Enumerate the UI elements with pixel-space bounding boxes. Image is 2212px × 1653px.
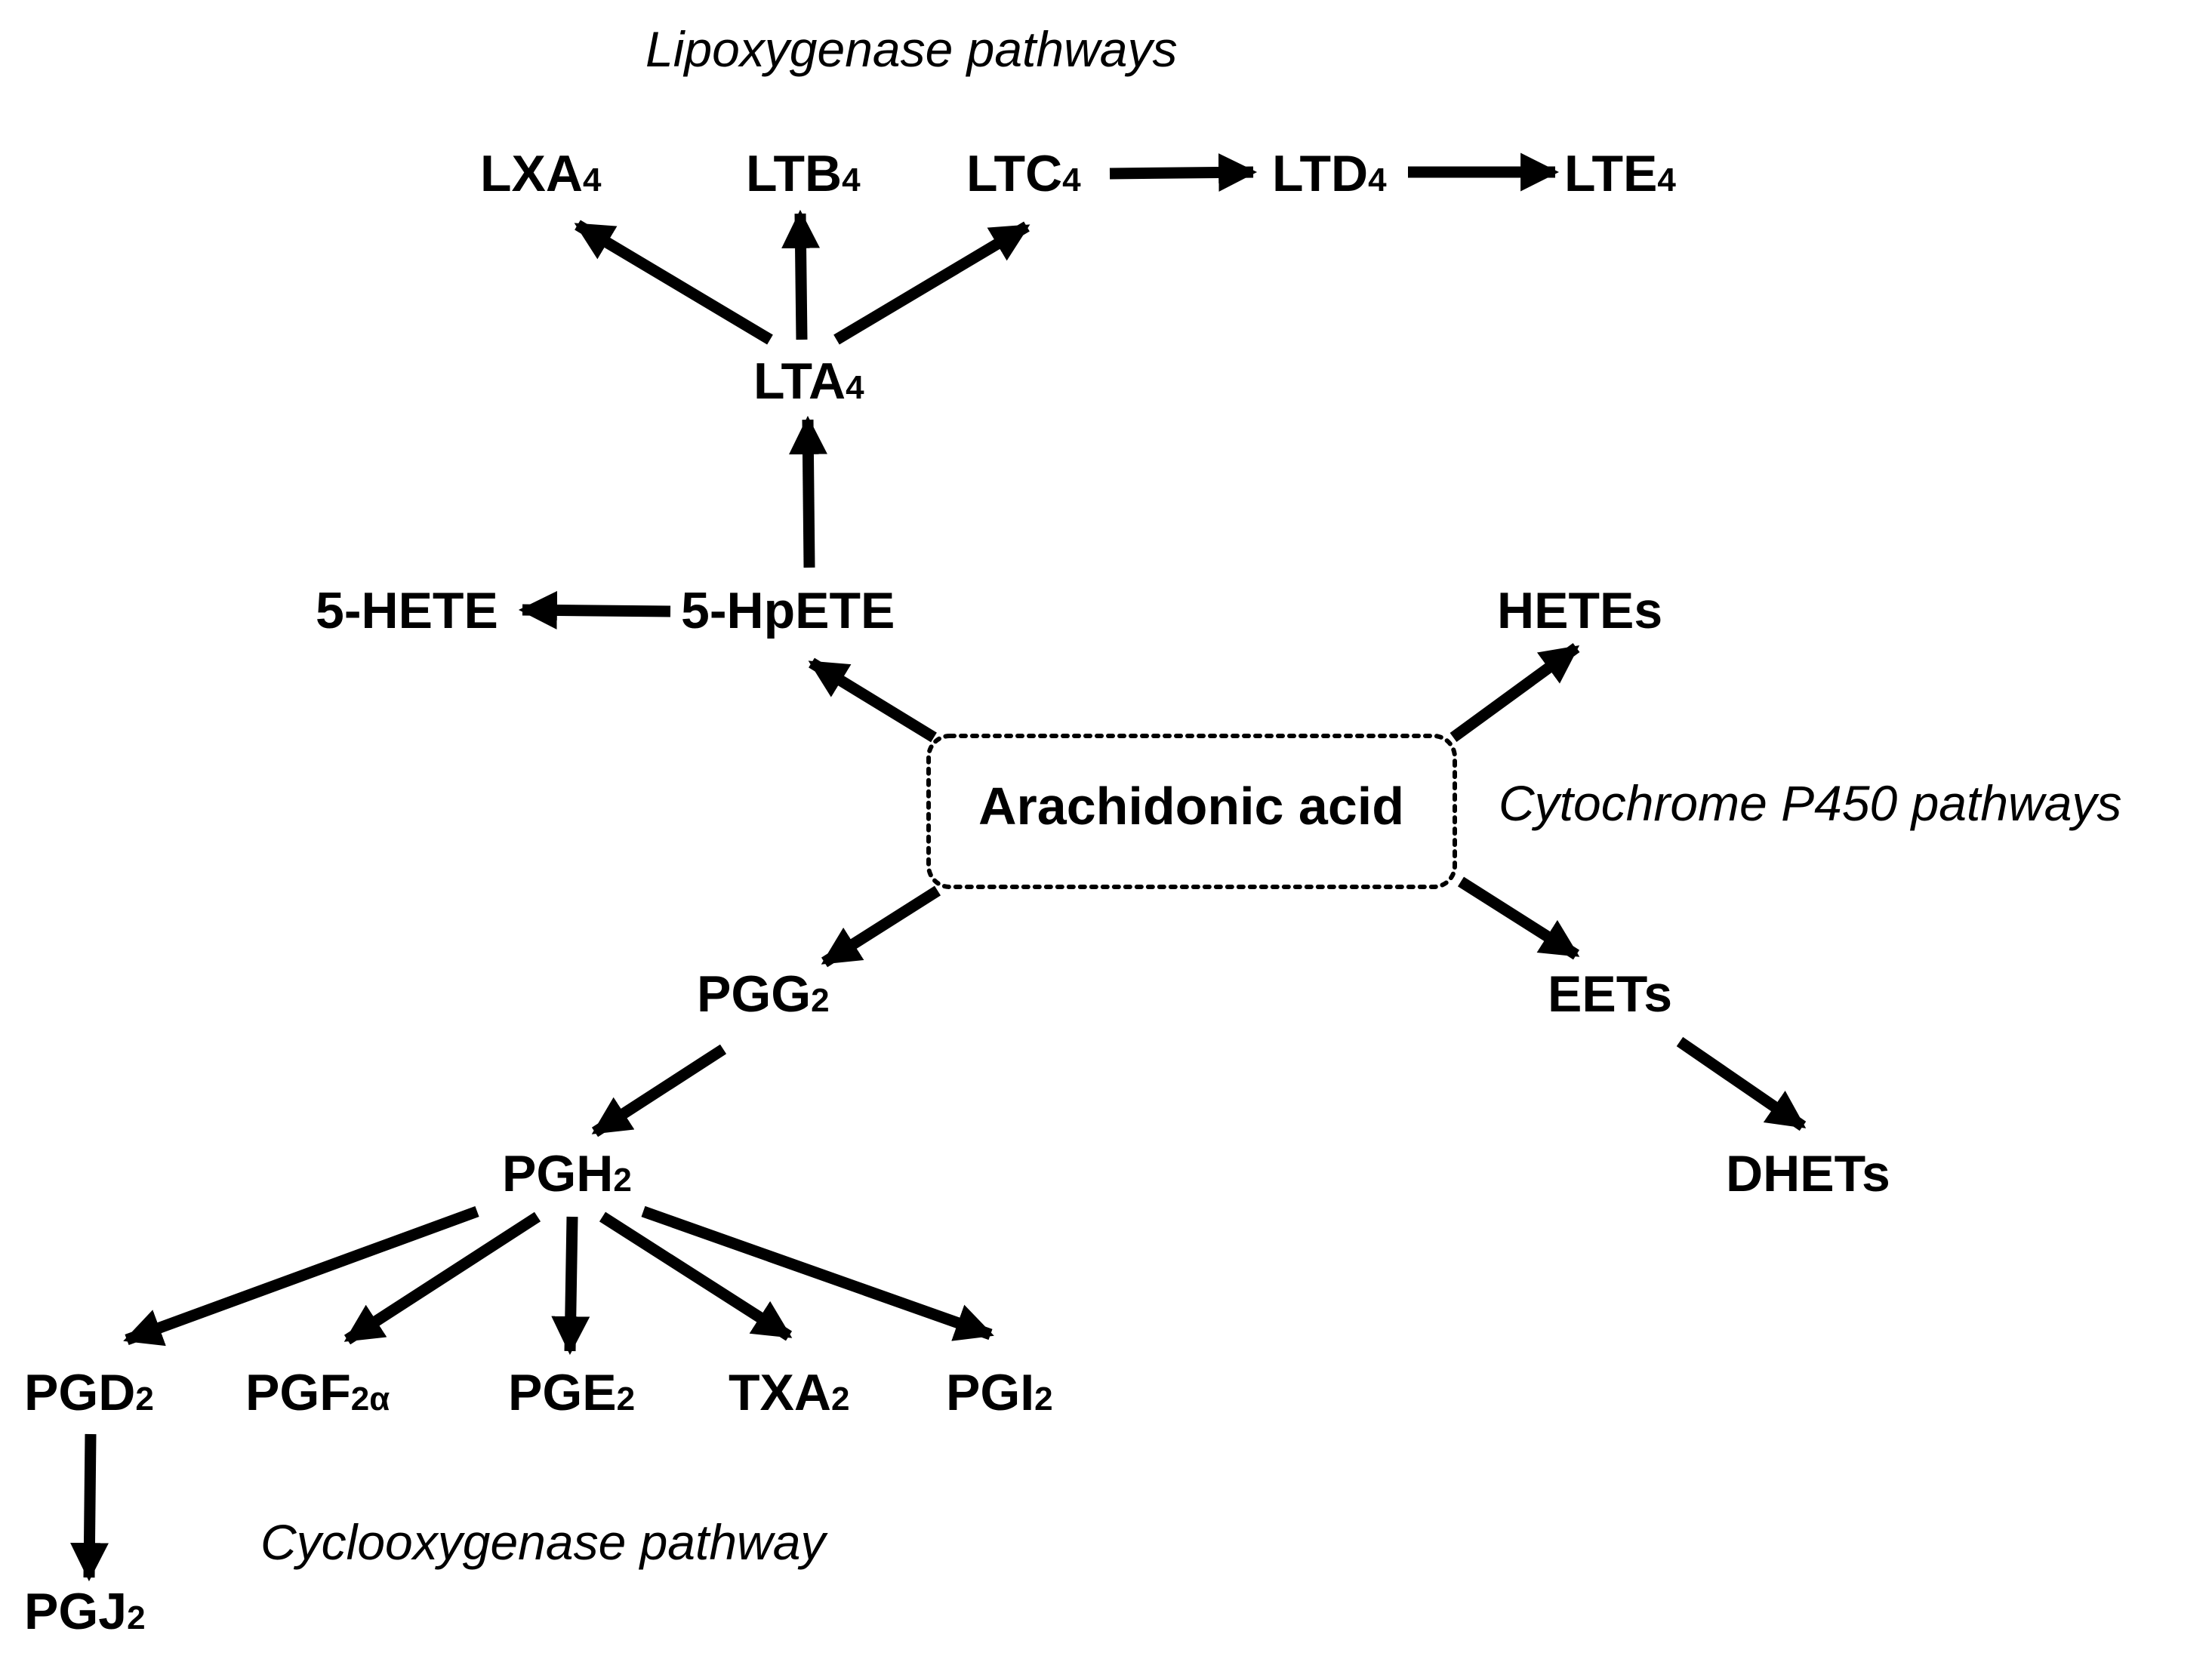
node-5-hpete: 5-HpETE (681, 582, 895, 639)
arrow-lta4-to-ltb4 (781, 209, 821, 340)
node-pgi2: PGI2 (946, 1364, 1053, 1421)
node-pgj2-main: PGJ (24, 1583, 127, 1640)
node-lte4-main: LTE (1564, 145, 1657, 202)
lipoxygenase-pathways-label: Lipoxygenase pathways (645, 21, 1177, 77)
node-lxa4-main: LXA (480, 145, 583, 202)
arrow-eets-to-dhets (1676, 1036, 1807, 1131)
node-hetes: HETEs (1497, 582, 1662, 639)
node-pgi2-main: PGI (946, 1364, 1034, 1421)
arrow-pgd2-to-pgj2 (69, 1433, 109, 1582)
node-eets: EETs (1548, 965, 1672, 1023)
node-dhets-main: DHETs (1726, 1145, 1890, 1202)
arrow-pgh2-to-pge2 (551, 1216, 590, 1356)
cytochrome-p450-pathways-label: Cytochrome P450 pathways (1499, 775, 2121, 831)
arrow-arachidonic-to-pgg2 (821, 885, 941, 968)
node-5-hete: 5-HETE (316, 582, 498, 639)
arrow-ltc4-to-ltd4 (1109, 152, 1258, 192)
arrow-pgh2-to-pgd2 (123, 1205, 479, 1347)
node-pgj2-sub: 2 (127, 1599, 145, 1636)
node-ltb4: LTB4 (746, 145, 861, 202)
node-dhets: DHETs (1726, 1145, 1890, 1202)
node-lte4: LTE4 (1564, 145, 1676, 202)
node-pgf2a-main: PGF (245, 1364, 351, 1421)
arrow-pgg2-to-pgh2 (591, 1044, 727, 1137)
node-pge2-main: PGE (508, 1364, 617, 1421)
node-5-hpete-main: 5-HpETE (681, 582, 895, 639)
node-lte4-sub: 4 (1657, 162, 1676, 199)
node-txa2: TXA2 (729, 1364, 849, 1421)
node-lxa4-sub: 4 (583, 162, 602, 199)
arachidonic-acid-box (926, 734, 1457, 889)
node-txa2-main: TXA (729, 1364, 831, 1421)
arrow-pgh2-to-txa2 (599, 1211, 793, 1341)
arrow-lta4-to-ltc4 (833, 221, 1031, 345)
node-ltd4-sub: 4 (1368, 162, 1387, 199)
node-ltc4-main: LTC (966, 145, 1062, 202)
node-ltb4-main: LTB (746, 145, 842, 202)
node-pgj2: PGJ2 (24, 1583, 146, 1640)
node-lta4-sub: 4 (846, 369, 864, 406)
node-ltb4-sub: 4 (842, 162, 861, 199)
node-ltd4: LTD4 (1272, 145, 1387, 202)
node-pgg2-main: PGG (697, 965, 811, 1023)
node-pge2-sub: 2 (617, 1381, 635, 1418)
node-lta4: LTA4 (753, 352, 864, 410)
node-eets-main: EETs (1548, 965, 1672, 1023)
node-pgh2: PGH2 (502, 1145, 632, 1202)
arrow-5-hpete-to-5-hete (518, 590, 671, 629)
cyclooxygenase-pathway-label: Cyclooxygenase pathway (260, 1514, 828, 1570)
node-pgd2-main: PGD (24, 1364, 135, 1421)
node-pgd2-sub: 2 (135, 1381, 153, 1418)
node-pgd2: PGD2 (24, 1364, 154, 1421)
node-5-hete-main: 5-HETE (316, 582, 498, 639)
node-pgg2-sub: 2 (811, 982, 829, 1019)
node-txa2-sub: 2 (831, 1381, 849, 1418)
arachidonic-acid-label: Arachidonic acid (978, 777, 1404, 836)
node-hetes-main: HETEs (1497, 582, 1662, 639)
node-pgh2-sub: 2 (613, 1162, 631, 1199)
node-pgf2a: PGF2α (245, 1364, 390, 1421)
node-ltc4: LTC4 (966, 145, 1081, 202)
arrow-pgh2-to-pgi2 (641, 1205, 994, 1341)
arrow-pgh2-to-pgf2a (344, 1211, 541, 1345)
node-pgg2: PGG2 (697, 965, 830, 1023)
node-pgh2-main: PGH (502, 1145, 613, 1202)
arrow-arachidonic-to-eets (1457, 876, 1580, 960)
arrow-arachidonic-to-5-hpete (808, 657, 937, 743)
arrows (69, 152, 1807, 1582)
node-ltc4-sub: 4 (1062, 162, 1081, 199)
arrow-5-hpete-to-lta4 (788, 415, 827, 568)
node-pge2: PGE2 (508, 1364, 635, 1421)
node-pgf2a-sub: 2α (351, 1381, 390, 1418)
arrow-lta4-to-lxa4 (574, 220, 773, 345)
node-lxa4: LXA4 (480, 145, 602, 202)
node-pgi2-sub: 2 (1034, 1381, 1052, 1418)
node-lta4-main: LTA (753, 352, 846, 410)
arrow-arachidonic-to-hetes (1450, 642, 1580, 743)
node-ltd4-main: LTD (1272, 145, 1368, 202)
